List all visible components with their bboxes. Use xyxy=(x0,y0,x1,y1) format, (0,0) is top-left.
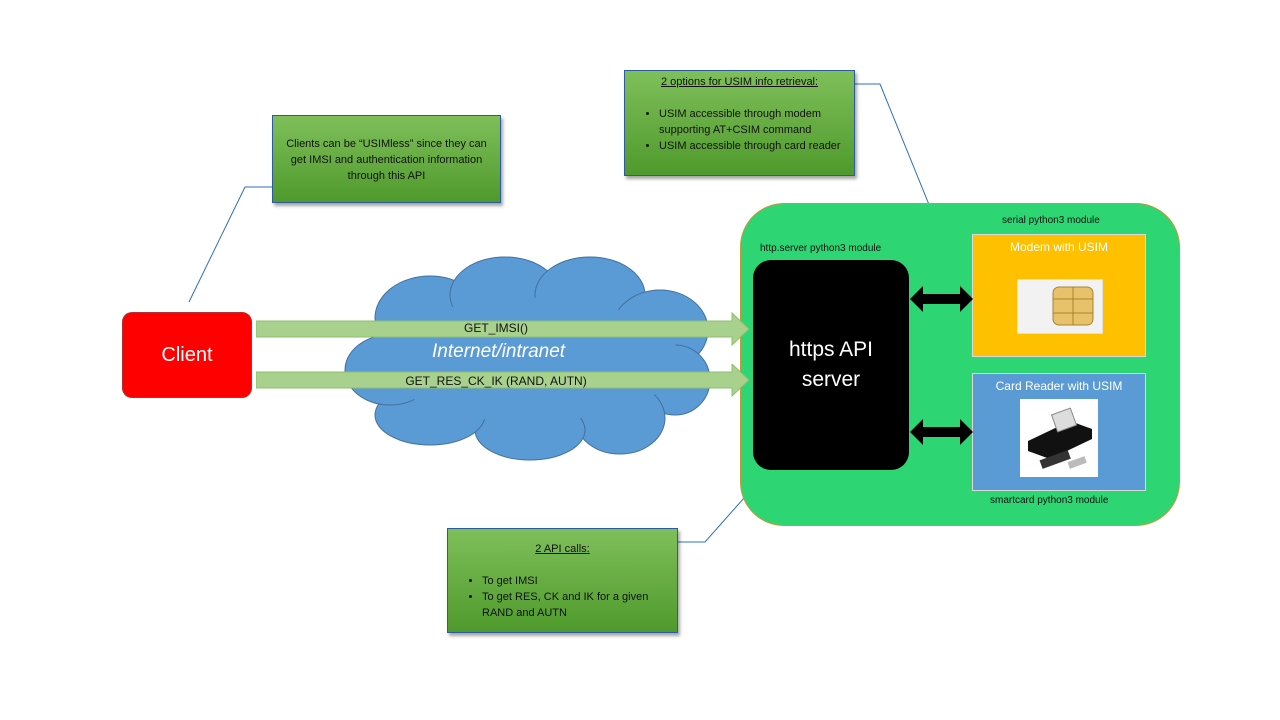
serial-module-label: serial python3 module xyxy=(1002,215,1100,226)
card-reader-icon xyxy=(1020,399,1098,477)
api-calls-note: 2 API calls: To get IMSI To get RES, CK … xyxy=(447,528,678,633)
client-label: Client xyxy=(161,343,213,366)
modem-box: Modem with USIM xyxy=(972,234,1146,357)
sim-card-icon xyxy=(1017,279,1103,334)
client-node: Client xyxy=(122,312,252,398)
api-call-item: To get IMSI xyxy=(482,573,671,589)
smartcard-module-label: smartcard python3 module xyxy=(990,495,1109,506)
get-res-ck-ik-arrow xyxy=(256,364,750,398)
get-imsi-arrow xyxy=(256,312,750,346)
usim-options-note: 2 options for USIM info retrieval: USIM … xyxy=(624,70,855,176)
api-calls-title: 2 API calls: xyxy=(535,543,590,555)
client-note-connector xyxy=(188,186,272,303)
usim-options-title: 2 options for USIM info retrieval: xyxy=(660,76,819,88)
card-reader-box: Card Reader with USIM xyxy=(972,373,1146,491)
modem-label: Modem with USIM xyxy=(1009,240,1109,254)
https-api-server: https API server xyxy=(753,260,909,470)
http-server-module-label: http.server python3 module xyxy=(760,243,882,254)
api-note-connector xyxy=(677,479,761,543)
usim-option-item: USIM accessible through card reader xyxy=(659,138,848,154)
client-note-text: Clients can be “USIMless” since they can… xyxy=(286,138,487,182)
api-call-item: To get RES, CK and IK for a given RAND a… xyxy=(482,589,671,621)
server-label-line2: server xyxy=(801,368,861,391)
server-modem-link xyxy=(910,286,973,312)
internet-label: Internet/intranet xyxy=(432,341,566,362)
card-reader-label: Card Reader with USIM xyxy=(995,379,1123,393)
get-res-ck-ik-label: GET_RES_CK_IK (RAND, AUTN) xyxy=(405,374,587,388)
server-label-line1: https API xyxy=(788,338,874,361)
usim-option-item: USIM accessible through modem supporting… xyxy=(659,106,848,138)
server-reader-link xyxy=(910,419,973,445)
get-imsi-label: GET_IMSI() xyxy=(463,321,528,335)
client-note: Clients can be “USIMless” since they can… xyxy=(272,115,501,203)
